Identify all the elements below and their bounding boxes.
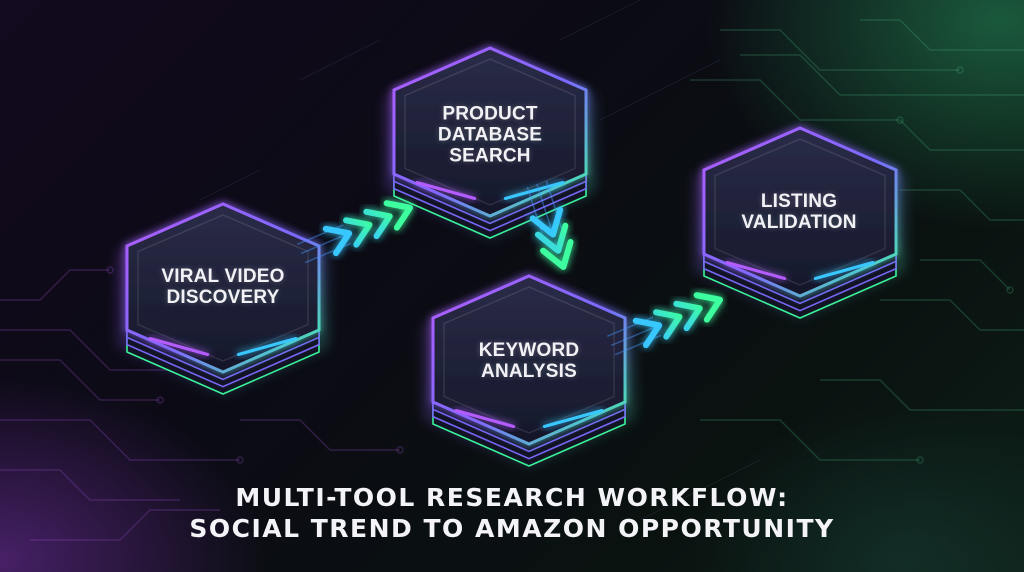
node-top-face [431,274,627,446]
node-accent-strip [503,181,565,200]
node-top-face [702,126,898,298]
node-label-database-line-2: DATABASE [437,124,543,146]
title-line-1: MULTI-TOOL RESEARCH WORKFLOW: [235,483,789,512]
node-accent-strip [236,337,298,356]
arrow-chevron [653,309,683,340]
node-inner-bevel [137,214,309,362]
node-product-database-search [388,46,592,239]
arrow-chevron [632,317,663,349]
node-label-listing-line-1: LISTING [760,191,838,212]
node-label-viral-line-1: VIRAL VIDEO [161,266,285,287]
node-accent-strip [725,261,787,280]
arrow-chevron [383,200,414,231]
arrow-database-to-keyword [526,180,574,270]
arrow-chevron [534,222,569,254]
arrow-chevron [322,225,353,257]
arrow-motion-streak [536,183,553,232]
arrow-chevron [363,208,393,240]
arrow-chevron [673,300,703,332]
node-viral-video-discovery [121,202,325,395]
arrow-motion-streak [610,325,658,347]
node-accent-strip [454,409,516,428]
node-inner-bevel [714,138,886,286]
arrow-keyword-to-listing [606,292,724,356]
node-accent-strip [542,409,604,428]
arrow-chevron [693,292,724,323]
arrow-chevron [529,206,564,238]
node-label-keyword-line-2: ANALYSIS [481,361,577,382]
arrow-motion-streak [300,233,348,255]
node-inner-bevel [404,58,576,206]
node-label-keyword-line-1: KEYWORD [478,340,580,361]
node-top-face [392,46,588,218]
diagram-title: MULTI-TOOL RESEARCH WORKFLOW: SOCIAL TRE… [0,482,1024,544]
node-label-database-line-3: SEARCH [449,145,531,167]
node-keyword-analysis [427,274,631,467]
node-listing-validation [698,126,902,319]
arrow-viral-to-database [296,200,414,264]
node-inner-bevel [443,286,615,434]
title-line-2: SOCIAL TREND TO AMAZON OPPORTUNITY [189,514,835,543]
node-accent-strip [148,337,210,356]
node-top-face [125,202,321,374]
node-label-database-line-1: PRODUCT [442,103,538,125]
node-label-viral-line-2: DISCOVERY [166,287,280,308]
arrow-chevron [540,238,574,270]
node-accent-strip [813,261,875,280]
light-streaks [199,0,761,521]
node-label-listing-line-2: VALIDATION [741,212,857,233]
node-accent-strip [415,181,477,200]
circuit-traces [0,19,1024,541]
arrow-chevron [343,217,373,248]
